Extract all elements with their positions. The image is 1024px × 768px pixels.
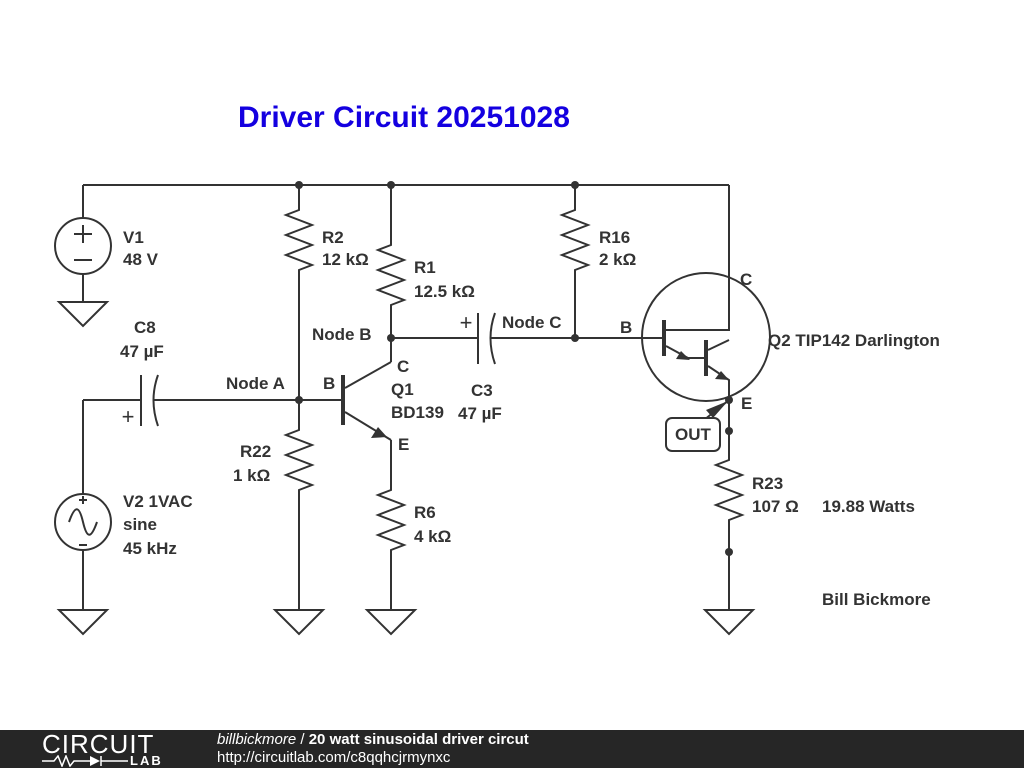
v2-waveform-label: sine: [123, 515, 157, 534]
r6-resistor-symbol: [375, 440, 407, 610]
footer-project-title: 20 watt sinusoidal driver circut: [308, 731, 529, 748]
r22-name-label: R22: [240, 442, 271, 461]
r16-resistor-symbol: [559, 185, 591, 338]
diagram-title: Driver Circuit 20251028: [238, 101, 570, 134]
r1-value-label: 12.5 kΩ: [414, 282, 475, 301]
v1-name-label: V1: [123, 228, 144, 247]
r6-name-label: R6: [414, 503, 436, 522]
r16-value-label: 2 kΩ: [599, 250, 636, 269]
node-c-label: Node C: [502, 313, 562, 332]
out-probe-label: OUT: [675, 425, 712, 444]
q2-description-label: Q2 TIP142 Darlington: [768, 331, 940, 350]
c8-name-label: C8: [134, 318, 156, 337]
author-label: Bill Bickmore: [822, 590, 931, 609]
ground-symbol: [702, 609, 756, 636]
footer-bar: CIRCUIT LAB billbickmore / 20 watt sinus…: [0, 730, 1024, 768]
ground-symbol: [272, 609, 326, 636]
q1-collector-label: C: [397, 357, 409, 376]
ground-symbol: [56, 301, 110, 328]
logo-waveform-icon: [42, 755, 128, 767]
circuitlab-logo[interactable]: CIRCUIT LAB: [42, 730, 182, 768]
r23-resistor-symbol: [713, 400, 745, 610]
r22-value-label: 1 kΩ: [233, 466, 270, 485]
c3-name-label: C3: [471, 381, 493, 400]
junction-dot: [725, 548, 733, 556]
v2-name-label: V2 1VAC: [123, 492, 193, 511]
r2-resistor-symbol: [283, 185, 315, 400]
node-a-label: Node A: [226, 374, 285, 393]
r1-resistor-symbol: [375, 185, 407, 362]
r23-value-label: 107 Ω: [752, 497, 799, 516]
footer-separator: /: [296, 731, 309, 748]
power-note-label: 19.88 Watts: [822, 497, 915, 516]
ground-symbol: [56, 609, 110, 636]
r6-value-label: 4 kΩ: [414, 527, 451, 546]
q1-part-label: BD139: [391, 403, 444, 422]
v1-dc-source-symbol: [54, 185, 112, 302]
footer-url-link[interactable]: http://circuitlab.com/c8qqhcjrmynxc: [217, 749, 451, 766]
v2-ac-source-symbol: [54, 400, 112, 610]
c3-capacitor-symbol: [391, 312, 575, 365]
c8-plus-marker: +: [122, 404, 135, 429]
node-b-label: Node B: [312, 325, 372, 344]
c8-value-label: 47 µF: [120, 342, 164, 361]
logo-wordmark: CIRCUIT: [42, 729, 155, 759]
out-probe-tag: [665, 417, 721, 452]
footer-caption: billbickmore / 20 watt sinusoidal driver…: [217, 731, 529, 767]
r2-value-label: 12 kΩ: [322, 250, 369, 269]
q2-collector-label: C: [740, 270, 752, 289]
v2-frequency-label: 45 kHz: [123, 539, 177, 558]
q2-base-label: B: [620, 318, 632, 337]
q1-base-label: B: [323, 374, 335, 393]
logo-lab-text: LAB: [130, 753, 163, 768]
q1-name-label: Q1: [391, 380, 414, 399]
q2-emitter-label: E: [741, 394, 752, 413]
c8-capacitor-symbol: [83, 374, 299, 427]
schematic: Driver Circuit 20251028 V1 48 V V2 1VAC …: [54, 101, 940, 636]
footer-username-link[interactable]: billbickmore: [217, 731, 297, 748]
r16-name-label: R16: [599, 228, 630, 247]
q1-emitter-label: E: [398, 435, 409, 454]
r1-name-label: R1: [414, 258, 436, 277]
q2-darlington-transistor-symbol: [575, 185, 771, 402]
r22-resistor-symbol: [283, 400, 315, 610]
out-probe-arrow: [703, 399, 730, 421]
v1-value-label: 48 V: [123, 250, 159, 269]
ground-symbol: [364, 609, 418, 636]
r23-name-label: R23: [752, 474, 783, 493]
c3-plus-marker: +: [460, 310, 473, 335]
c3-value-label: 47 µF: [458, 404, 502, 423]
q1-npn-transistor-symbol: [299, 361, 392, 441]
r2-name-label: R2: [322, 228, 344, 247]
